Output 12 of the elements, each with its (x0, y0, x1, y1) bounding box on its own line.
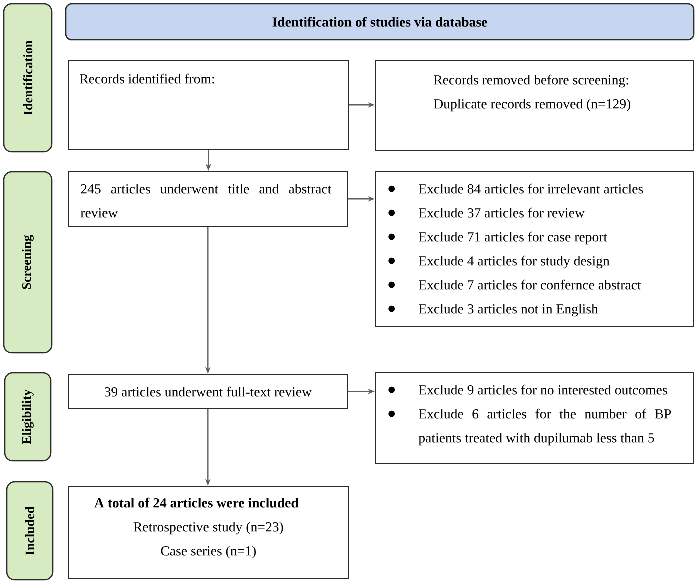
stage-label: Included (6, 481, 54, 581)
process-box: 245 articles underwent title and abstract review (68, 171, 348, 228)
side-box: Exclude 84 articles for irrelevant articles Exclude 37 articles for review Exclude 71 articles for case report Exclude 4 articles for study design Exclude 7 articles for confernce abstract Exclude 3 articles not in English (375, 171, 694, 328)
side-box: Records removed before screening: Duplicate records removed (n=129) (375, 60, 694, 152)
header-banner: Identification of studies via database (65, 3, 695, 41)
stage-label: Identification (3, 3, 53, 153)
process-box: Records identified from: (68, 60, 350, 150)
process-box: 39 articles underwent full-text review (68, 374, 348, 410)
stage-label: Screening (3, 171, 53, 354)
stage-label: Eligibility (4, 372, 52, 462)
side-box: Exclude 9 articles for no interested outcomes Exclude 6 articles for the number of BP patients treated with dupilumab less than 5 (375, 372, 694, 464)
process-box: A total of 24 articles were included Retrospective study (n=23) Case series (n=1) (68, 486, 350, 580)
